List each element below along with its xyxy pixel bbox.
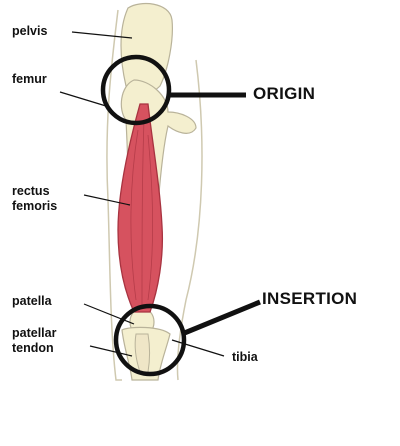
tibia-leader	[171, 339, 225, 357]
patella-label: patella	[12, 294, 52, 308]
pelvis-leader	[71, 31, 133, 39]
patellar-tendon-label-line2: tendon	[12, 341, 54, 355]
insertion-pointer	[181, 299, 261, 337]
insertion-callout: INSERTION	[262, 289, 358, 308]
tibia-label: tibia	[232, 350, 258, 364]
femur-label: femur	[12, 72, 47, 86]
patellar-tendon-label: patellar tendon	[12, 326, 92, 356]
origin-circle	[100, 54, 172, 126]
insertion-circle	[113, 303, 187, 377]
rectus-femoris-label-line2: femoris	[12, 199, 58, 213]
pelvis-bone	[120, 2, 173, 95]
patellar-tendon-leader	[89, 345, 133, 357]
rectus-femoris-label-line1: rectus	[12, 184, 50, 198]
origin-callout: ORIGIN	[253, 84, 316, 103]
rectus-femoris-muscle	[117, 103, 164, 313]
rectus-femoris-leader	[83, 194, 131, 206]
pelvis-label: pelvis	[12, 24, 48, 38]
rectus-femoris-label: rectus femoris	[12, 184, 92, 214]
femur-leader	[59, 91, 107, 107]
patellar-tendon-label-line1: patellar	[12, 326, 57, 340]
patella-leader	[83, 303, 135, 325]
muscle-fibers	[130, 119, 153, 306]
